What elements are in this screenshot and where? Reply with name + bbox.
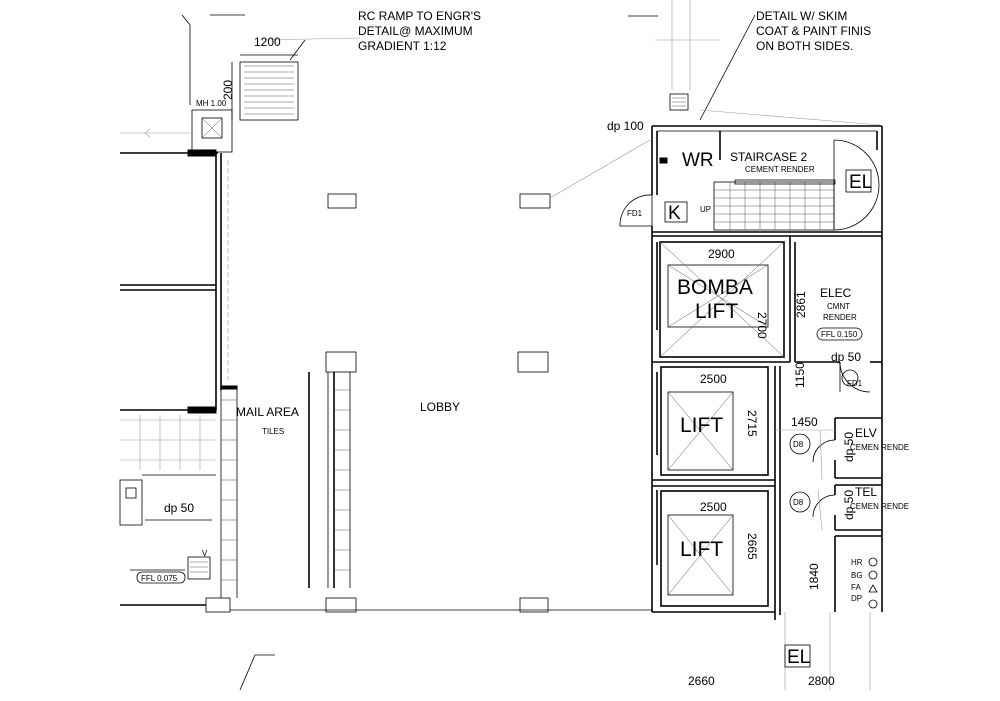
tel-finish: CEMEN RENDE	[850, 502, 909, 511]
bottom-right-dimension: 2800	[808, 674, 835, 688]
lift2-depth-dimension: 2665	[745, 533, 759, 560]
lift2-width-dimension: 2500	[700, 500, 727, 514]
elec-height-dimension: 2861	[794, 291, 808, 318]
legend-dp: DP	[851, 594, 862, 603]
column	[327, 193, 357, 209]
lift1-width-dimension: 2500	[700, 372, 727, 386]
ramp-note-line1: RC RAMP TO ENGR'S	[358, 9, 481, 23]
bomba-lift	[659, 241, 785, 358]
column	[519, 597, 549, 613]
column	[519, 193, 551, 209]
ramp	[231, 54, 299, 121]
legend-fa: FA	[851, 583, 861, 592]
lobby-label: LOBBY	[420, 400, 460, 414]
ffl-left-label: FFL 0.075	[141, 574, 178, 583]
el-top-label: EL	[849, 172, 872, 193]
ramp-note-line3: GRADIENT 1:12	[358, 39, 447, 53]
right-vertical-dimension: 1840	[807, 563, 821, 590]
drain-point-elv: dp 50	[842, 432, 856, 462]
ramp-length-dimension: 200	[221, 80, 235, 100]
drain-point-elec: dp 50	[831, 350, 861, 364]
lift1-depth-dimension: 2715	[745, 410, 759, 437]
service-rooms	[775, 236, 883, 690]
manhole	[191, 109, 233, 153]
elec-finish-line2: RENDER	[823, 313, 857, 322]
elec-finish-line1: CMNT	[827, 302, 850, 311]
elv-finish: CEMEN RENDE	[850, 443, 909, 452]
finish-note-line1: DETAIL W/ SKIM	[756, 9, 847, 23]
fd1-right-label: FD1	[847, 379, 863, 388]
elec-ffl-label: FFL 0.150	[821, 330, 858, 339]
wr-label: WR	[682, 150, 714, 171]
ramp-width-dimension: 1200	[254, 35, 281, 49]
elec-label: ELEC	[820, 286, 852, 300]
drain-point-left: dp 50	[164, 501, 194, 515]
d8-bottom-label: D8	[793, 498, 804, 507]
lift-1	[660, 366, 769, 476]
drain-point-tel: dp 50	[842, 490, 856, 520]
lift-core	[651, 236, 790, 620]
corridor-width-dimension: 1450	[791, 415, 818, 429]
fd1-left-label: FD1	[627, 209, 643, 218]
elv-label: ELV	[855, 426, 877, 440]
v-mark: V	[202, 549, 208, 558]
column	[517, 351, 549, 373]
ramp-note-line2: DETAIL@ MAXIMUM	[358, 24, 473, 38]
staircase-label: STAIRCASE 2	[730, 150, 807, 164]
drain-point-top: dp 100	[607, 119, 644, 133]
mail-area-finish: TILES	[262, 427, 284, 436]
mail-area: MAIL AREA TILES	[220, 385, 299, 598]
lift-2	[660, 490, 769, 607]
mail-area-label: MAIL AREA	[236, 405, 299, 419]
column	[325, 597, 357, 613]
lobby-area: LOBBY	[230, 139, 652, 613]
legend-hr: HR	[851, 558, 863, 567]
staircase-zone: dp 100	[607, 0, 883, 237]
lift1-label: LIFT	[680, 414, 723, 437]
finish-note-line2: COAT & PAINT FINIS	[756, 24, 871, 38]
corridor-height-dimension: 1150	[793, 362, 807, 388]
lift2-label: LIFT	[680, 538, 723, 561]
k-label: K	[668, 203, 681, 224]
legend-bg: BG	[851, 571, 863, 580]
el-bottom-label: EL	[787, 647, 810, 668]
manhole-label: MH 1.00	[196, 99, 227, 108]
column	[325, 351, 357, 373]
bottom-left-dimension: 2660	[688, 674, 715, 688]
staircase-finish: CEMENT RENDER	[745, 165, 815, 174]
bomba-label-line2: LIFT	[695, 300, 738, 323]
bomba-width-dimension: 2900	[708, 247, 735, 261]
bomba-depth-dimension: 2700	[755, 312, 769, 339]
bomba-label-line1: BOMBA	[677, 276, 753, 299]
up-label: UP	[700, 205, 711, 214]
left-zone: 1200 200 MH 1.00	[119, 14, 361, 691]
tel-label: TEL	[855, 485, 877, 499]
finish-note-line3: ON BOTH SIDES.	[756, 39, 853, 53]
d8-top-label: D8	[793, 440, 804, 449]
tiled-area	[119, 415, 216, 580]
